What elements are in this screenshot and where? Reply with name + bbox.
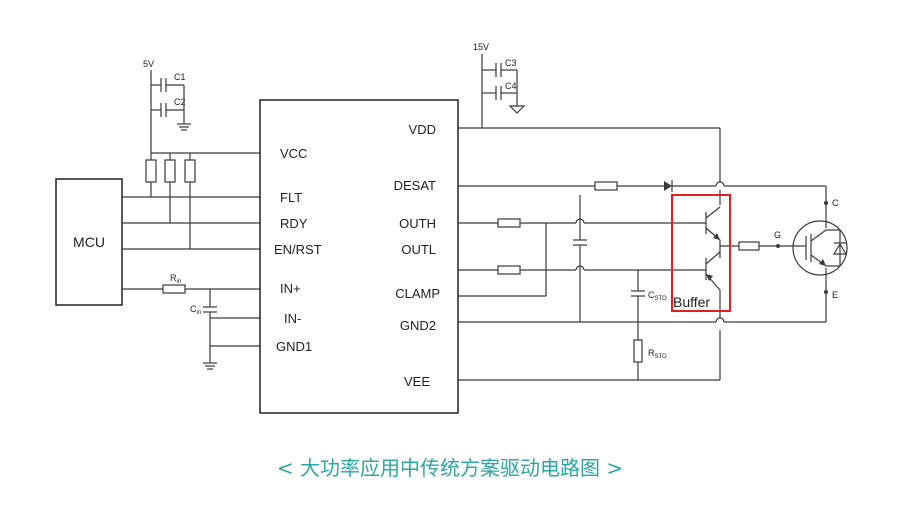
pullup-resistors <box>145 153 196 249</box>
buffer-stage: G Buffer <box>671 194 800 312</box>
buffer-label: Buffer <box>673 294 710 310</box>
figure-caption: < 大功率应用中传统方案驱动电路图 > <box>276 456 624 480</box>
cin-label: Cin <box>190 304 201 316</box>
mcu-label: MCU <box>73 234 105 250</box>
pin-outl: OUTL <box>401 242 436 257</box>
pin-desat: DESAT <box>394 178 436 193</box>
collector-label: C <box>832 198 839 208</box>
pin-vee: VEE <box>404 374 430 389</box>
supply-5v-label: 5V <box>143 59 154 69</box>
vdd-supply-network: 15V C3 C4 <box>458 42 721 182</box>
schematic-svg: 5V C1 C2 MCU <box>55 42 848 414</box>
pin-vdd: VDD <box>409 122 436 137</box>
emitter-label: E <box>832 290 838 300</box>
pin-outh: OUTH <box>399 216 436 231</box>
gate-driver-ic: VCC FLT RDY EN/RST IN+ IN- GND1 VDD DESA… <box>259 99 459 414</box>
c1-label: C1 <box>174 72 186 82</box>
pin-gnd1: GND1 <box>276 339 312 354</box>
c3-label: C3 <box>505 58 517 68</box>
output-network: CSTO RSTO <box>458 180 827 381</box>
csto-label: CSTO <box>648 290 667 302</box>
pin-in-plus: IN+ <box>280 281 301 296</box>
mcu-block: MCU <box>55 178 123 306</box>
rin-label: Rin <box>170 273 181 285</box>
pin-en-rst: EN/RST <box>274 242 322 257</box>
rsto-label: RSTO <box>648 348 667 360</box>
pin-rdy: RDY <box>280 216 308 231</box>
pin-vcc: VCC <box>280 146 307 161</box>
vcc-supply-network: 5V C1 C2 <box>143 59 260 154</box>
mcu-signal-lines: Rin Cin <box>122 196 260 370</box>
supply-15v-label: 15V <box>473 42 489 52</box>
pin-flt: FLT <box>280 190 302 205</box>
pin-gnd2: GND2 <box>400 318 436 333</box>
igbt-symbol: C E <box>792 198 848 300</box>
c4-label: C4 <box>505 81 517 91</box>
buffer-highlight-box <box>671 194 731 312</box>
pin-in-minus: IN- <box>284 311 301 326</box>
gate-label: G <box>774 230 781 240</box>
c2-label: C2 <box>174 97 186 107</box>
pin-clamp: CLAMP <box>395 286 440 301</box>
